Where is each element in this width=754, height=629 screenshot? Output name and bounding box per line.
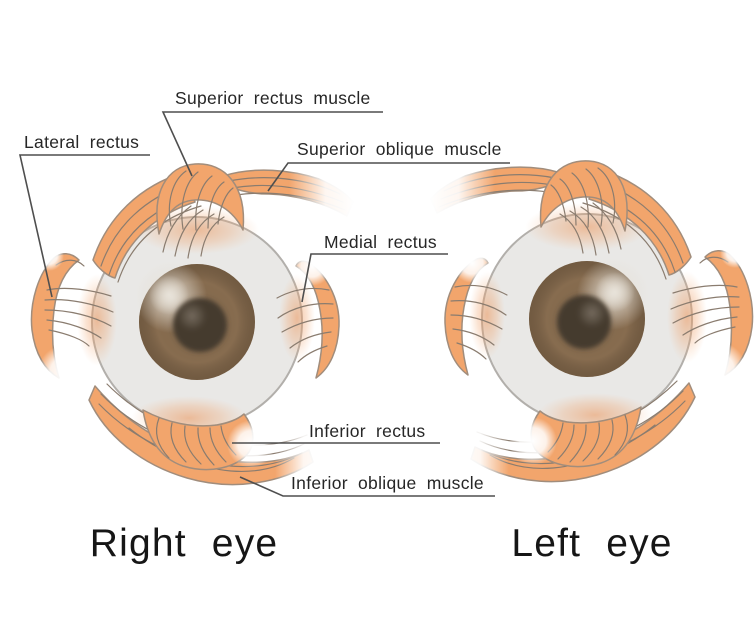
label-inferior-oblique-muscle: Inferior oblique muscle [239, 473, 495, 497]
superior-rectus-label: Superior rectus muscle [175, 88, 371, 108]
superior-rectus-leader-line [161, 111, 383, 177]
medial-rectus-label: Medial rectus [324, 232, 437, 252]
left-eye-title: Left eye [511, 522, 672, 565]
left-eye-illustration [427, 153, 753, 497]
inferior-oblique-leader-line [239, 476, 495, 497]
lateral-rectus-label: Lateral rectus [24, 132, 139, 152]
medial-rectus-leader-line [301, 253, 448, 303]
right-eye-title: Right eye [90, 522, 279, 565]
lateral-rectus-leader-line [18, 154, 150, 298]
inferior-oblique-label: Inferior oblique muscle [291, 473, 484, 493]
label-superior-rectus-muscle: Superior rectus muscle [161, 88, 383, 177]
label-superior-oblique-muscle: Superior oblique muscle [267, 139, 510, 192]
inferior-rectus-label: Inferior rectus [309, 421, 425, 441]
superior-oblique-leader-line [267, 162, 510, 192]
superior-oblique-label: Superior oblique muscle [297, 139, 502, 159]
label-inferior-rectus: Inferior rectus [232, 421, 440, 444]
label-lateral-rectus: Lateral rectus [18, 132, 150, 298]
label-medial-rectus: Medial rectus [301, 232, 448, 303]
right-eye-illustration [31, 156, 357, 500]
